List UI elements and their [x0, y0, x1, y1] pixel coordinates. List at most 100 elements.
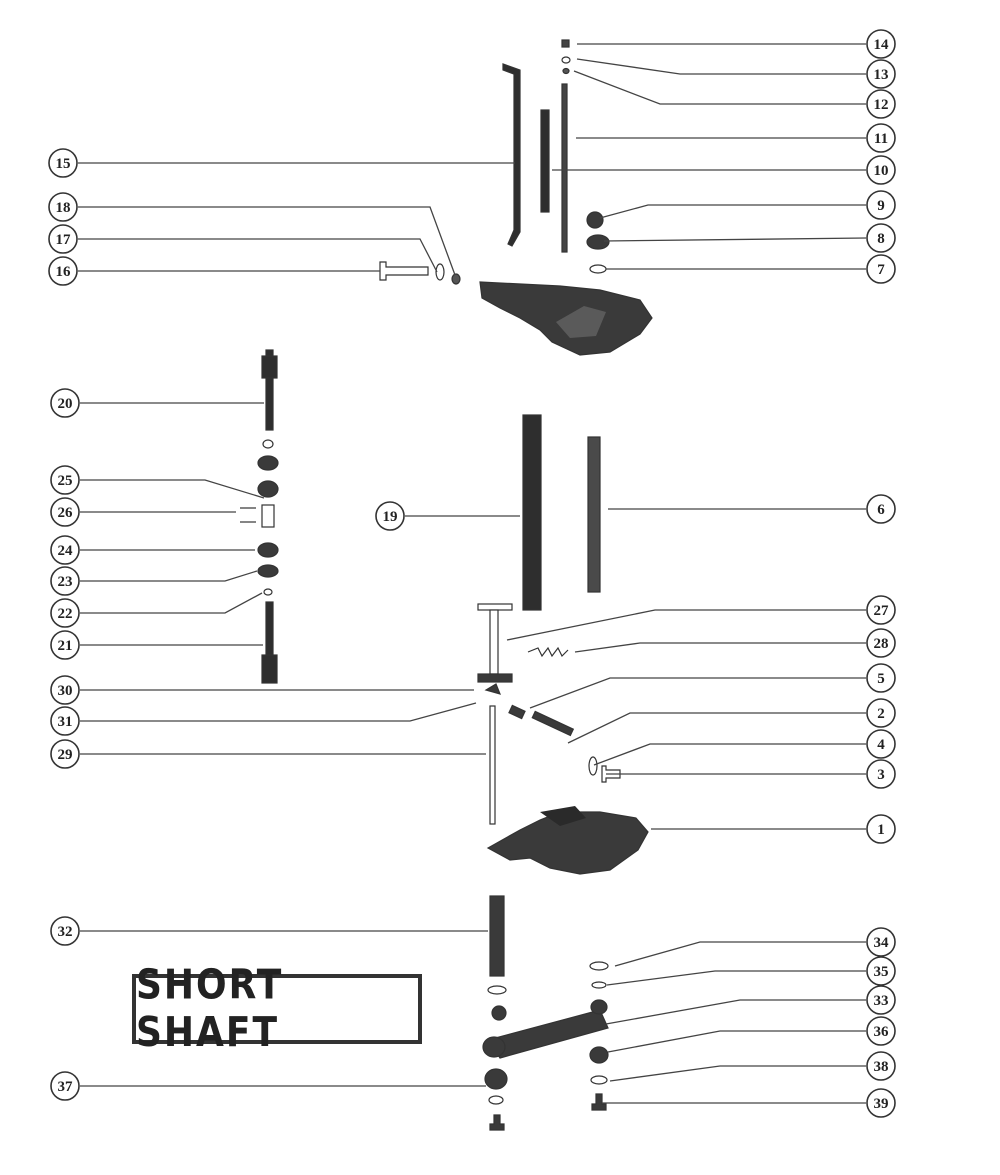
callout-circle-29: [50, 739, 80, 769]
leader-line-8: [603, 237, 867, 242]
callout-number-24: 24: [58, 543, 74, 559]
callout-number-30: 30: [58, 683, 73, 699]
callout-circle-24: [50, 535, 80, 565]
washer-lower: [487, 985, 507, 995]
callout-15: 15: [48, 148, 78, 178]
callout-circle-5: [866, 663, 896, 693]
callout-number-17: 17: [56, 232, 72, 248]
callout-circle-8: [866, 223, 896, 253]
callout-circle-15: [48, 148, 78, 178]
callout-circle-21: [50, 630, 80, 660]
callout-circle-34: [866, 927, 896, 957]
steering-arm-eye: [482, 1036, 506, 1058]
leader-line-38: [609, 1065, 866, 1082]
callout-7: 7: [866, 254, 896, 284]
callout-circle-1: [866, 814, 896, 844]
callout-6: 6: [866, 494, 896, 524]
ring-22: [263, 588, 273, 596]
spring-28: [527, 646, 569, 658]
bolt-39: [591, 1093, 607, 1111]
leader-line-17: [78, 238, 438, 273]
leader-line-33: [605, 999, 866, 1025]
leader-line-12: [573, 70, 866, 105]
callout-circle-19: [375, 501, 405, 531]
callout-9: 9: [866, 190, 896, 220]
lower-bracket-arm: [540, 806, 586, 826]
short-shaft-label: SHORT SHAFT: [132, 962, 422, 1056]
shaft-32: [489, 895, 505, 977]
callout-37: 37: [50, 1071, 80, 1101]
leader-line-5: [529, 677, 866, 709]
rod-11: [561, 83, 568, 253]
callout-circle-28: [866, 628, 896, 658]
leader-line-34: [614, 941, 866, 967]
callout-number-25: 25: [58, 473, 73, 489]
callout-number-15: 15: [56, 156, 71, 172]
callout-20: 20: [50, 388, 80, 418]
callout-number-9: 9: [877, 198, 885, 214]
callout-17: 17: [48, 224, 78, 254]
callout-number-21: 21: [58, 638, 73, 654]
callout-number-5: 5: [877, 671, 885, 687]
pin-2: [531, 710, 575, 737]
callout-circle-14: [866, 29, 896, 59]
callout-12: 12: [866, 89, 896, 119]
callout-38: 38: [866, 1051, 896, 1081]
callout-circle-38: [866, 1051, 896, 1081]
steering-arm-33: [487, 1009, 609, 1059]
leader-line-35: [606, 970, 866, 986]
callout-number-32: 32: [58, 924, 73, 940]
callout-30: 30: [50, 675, 80, 705]
callout-16: 16: [48, 256, 78, 286]
bolt-lower: [489, 1114, 505, 1131]
callout-circle-30: [50, 675, 80, 705]
callout-circle-33: [866, 985, 896, 1015]
callout-39: 39: [866, 1088, 896, 1118]
callout-14: 14: [866, 29, 896, 59]
leader-line-23: [80, 570, 258, 582]
callout-8: 8: [866, 223, 896, 253]
leader-line-28: [574, 642, 866, 653]
callout-26: 26: [50, 497, 80, 527]
callout-32: 32: [50, 916, 80, 946]
callout-circle-22: [50, 598, 80, 628]
callout-number-8: 8: [877, 231, 885, 247]
callout-number-3: 3: [877, 767, 885, 783]
callout-10: 10: [866, 155, 896, 185]
part-13: [561, 56, 571, 64]
callout-number-4: 4: [877, 737, 885, 753]
callout-1: 1: [866, 814, 896, 844]
part-30: [484, 683, 502, 695]
shaft-21-end: [261, 654, 278, 684]
leader-line-31: [80, 702, 477, 722]
callout-21: 21: [50, 630, 80, 660]
callout-number-35: 35: [874, 964, 889, 980]
callout-number-7: 7: [877, 262, 885, 278]
rod-10: [540, 109, 550, 213]
cap-34: [589, 961, 609, 971]
callout-5: 5: [866, 663, 896, 693]
callout-number-23: 23: [58, 574, 73, 590]
callout-circle-7: [866, 254, 896, 284]
callout-number-33: 33: [874, 993, 889, 1009]
callout-24: 24: [50, 535, 80, 565]
callout-number-27: 27: [874, 603, 890, 619]
callout-circle-10: [866, 155, 896, 185]
leader-line-22: [80, 592, 263, 614]
callout-circle-23: [50, 566, 80, 596]
callout-circle-2: [866, 698, 896, 728]
callout-number-28: 28: [874, 636, 889, 652]
callout-3: 3: [866, 759, 896, 789]
washer-37: [488, 1095, 504, 1105]
shaft-20: [265, 349, 274, 431]
nut-18: [451, 273, 461, 285]
bushing-lower: [491, 1005, 507, 1021]
callout-18: 18: [48, 192, 78, 222]
callout-circle-36: [866, 1016, 896, 1046]
part-12: [562, 67, 570, 75]
callout-35: 35: [866, 956, 896, 986]
lower-bracket-1: [486, 811, 649, 875]
callout-11: 11: [866, 123, 896, 153]
bushing-37: [484, 1068, 508, 1090]
